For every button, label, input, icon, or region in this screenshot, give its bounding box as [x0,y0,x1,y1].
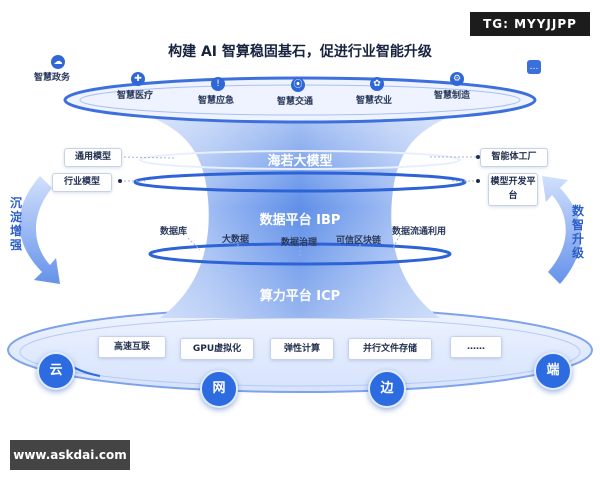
edge-node-edge: 边 [368,370,406,408]
cloud-icon: ☁ [51,55,65,69]
side-label-right: 数智升级 [571,204,584,260]
watermark-badge: TG: MYYJJPP [470,12,590,36]
page-title: 构建 AI 智算稳固基石，促进行业智能升级 [168,44,432,60]
model-item-industry: 行业模型 [52,173,112,192]
model-layer-title: 海若大模型 [267,154,333,169]
agriculture-icon: ✿ [370,77,384,91]
compute-item: GPU虚拟化 [180,338,254,360]
right-curved-arrow [542,176,582,284]
side-label-left: 沉淀增强 [9,196,22,252]
edge-node-terminal: 端 [534,352,572,390]
compute-item: 弹性计算 [270,338,334,360]
left-curved-arrow [19,176,60,284]
more-icon: … [527,60,541,74]
data-item: 大数据 [222,235,250,245]
top-item-label: 智慧交通 [277,97,314,107]
compute-item: 高速互联 [98,336,166,358]
top-item-label: 智慧医疗 [117,91,154,101]
edge-node-cloud: 云 [37,352,75,390]
top-item-label: 智慧政务 [34,73,71,83]
traffic-light-icon: ⦿ [291,78,305,92]
footer-url: www.askdai.com [10,440,130,470]
compute-item-more: …… [450,336,502,358]
data-item: 可信区块链 [336,236,382,246]
model-item-general: 通用模型 [64,148,122,167]
edge-node-network: 网 [200,370,238,408]
data-ring [148,242,452,266]
model-item-agent-factory: 智能体工厂 [480,148,548,167]
compute-layer-title: 算力平台 ICP [259,289,341,304]
top-item-label: 智慧制造 [434,91,471,101]
medical-kit-icon: ✚ [131,72,145,86]
top-item-label: 智慧应急 [198,96,235,106]
data-item: 数据流通利用 [392,227,447,237]
top-item-label: 智慧农业 [356,96,393,106]
model-ring [133,171,467,193]
data-item: 数据库 [160,227,188,237]
data-item: 数据治理 [281,238,318,248]
model-item-dev-platform: 模型开发平台 [488,173,538,206]
compute-item: 并行文件存储 [348,338,432,360]
gear-icon: ⚙ [450,72,464,86]
data-layer-title: 数据平台 IBP [259,213,341,228]
alert-icon: ! [211,77,225,91]
